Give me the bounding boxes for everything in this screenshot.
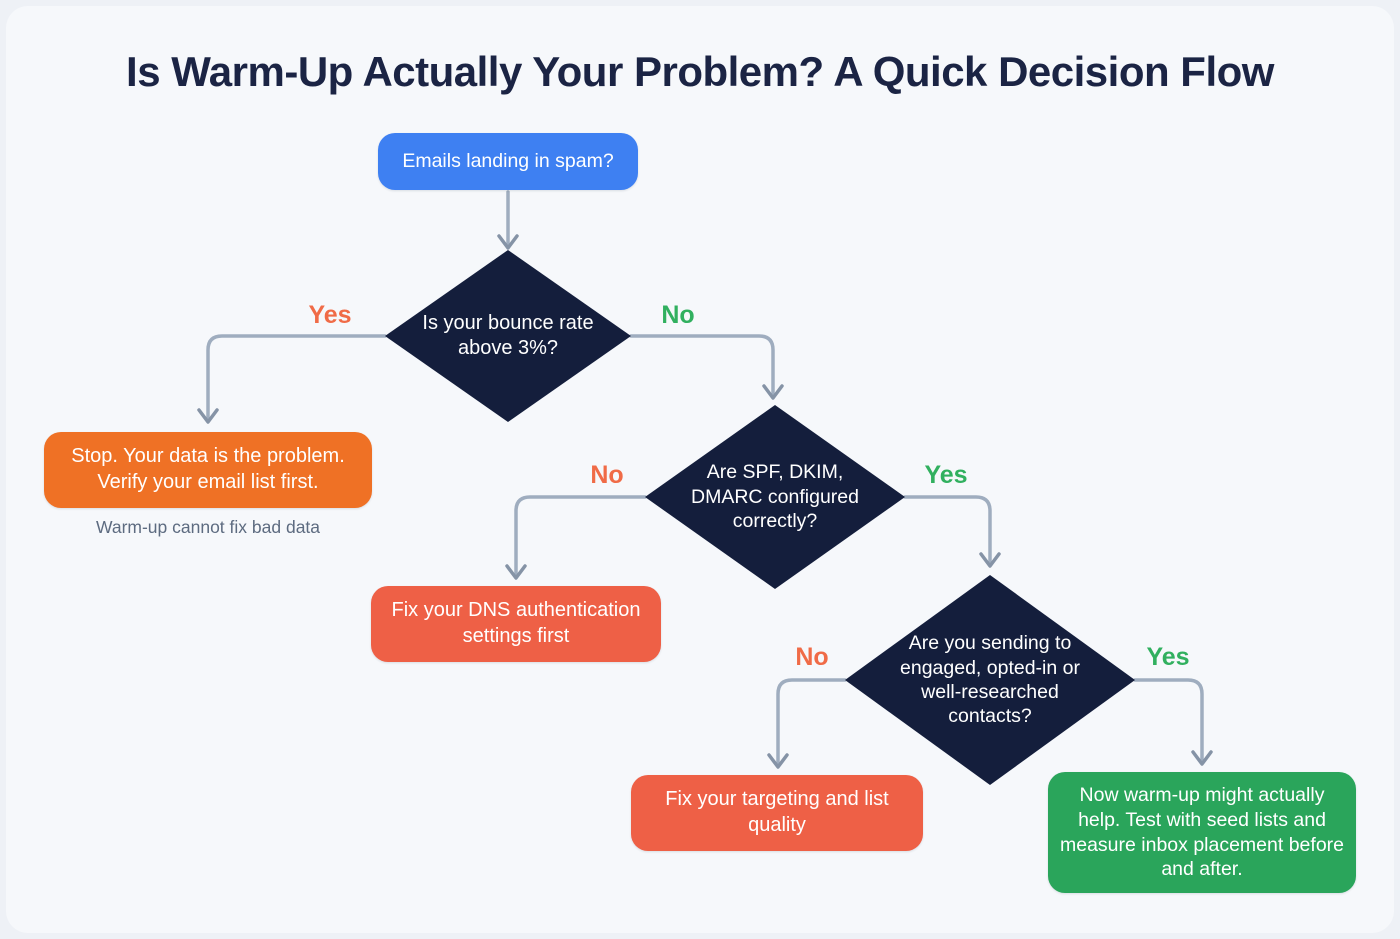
arrow-d2-yes [903,495,992,564]
branch-label-no: No [661,301,695,329]
arrowhead-start-to-d1 [497,234,519,250]
arrowhead-d1-yes [197,408,219,424]
arrowhead-d2-yes [979,552,1001,568]
decision-dns-auth: Are SPF, DKIM, DMARC configured correctl… [645,405,905,589]
arrow-d1-no [629,334,775,396]
outcome-fix-targeting: Fix your targeting and list quality [631,775,923,851]
branch-label-yes: Yes [308,301,352,329]
outcome-note: Warm-up cannot fix bad data [95,517,321,537]
branch-label-no: No [795,643,829,671]
decision-question: Are you sending to engaged, opted-in or … [900,632,1080,728]
arrowhead-d3-no [767,753,789,769]
start-node: Emails landing in spam? [378,133,638,190]
decision-bounce-rate: Is your bounce rate above 3%? [385,250,631,422]
decision-question: Is your bounce rate above 3%? [422,312,594,359]
branch-label-yes: Yes [1146,643,1190,671]
outcome-text: Fix your DNS authentication settings fir… [391,599,641,647]
outcome-fix-dns: Fix your DNS authentication settings fir… [371,586,661,662]
arrow-d1-yes [206,334,387,420]
outcome-text: Now warm-up might actually help. Test wi… [1060,783,1344,881]
decision-question: Are SPF, DKIM, DMARC configured correctl… [691,461,859,533]
outcome-text: Fix your targeting and list quality [665,788,889,836]
outcome-stop-bad-data: Stop. Your data is the problem. Verify y… [44,432,372,508]
arrowhead-d1-no [762,384,784,400]
arrowhead-d3-yes [1191,750,1213,766]
arrow-d3-no [776,678,847,765]
start-node-label: Emails landing in spam? [402,150,614,173]
outcome-warmup-helps: Now warm-up might actually help. Test wi… [1048,772,1356,893]
page-title: Is Warm-Up Actually Your Problem? A Quic… [126,48,1274,95]
decision-list-quality: Are you sending to engaged, opted-in or … [845,575,1135,785]
arrow-d3-yes [1133,678,1204,762]
arrow-d2-no [514,495,647,576]
outcome-text: Stop. Your data is the problem. Verify y… [71,445,345,493]
branch-label-yes: Yes [924,461,968,489]
arrowhead-d2-no [505,564,527,580]
branch-label-no: No [590,461,624,489]
